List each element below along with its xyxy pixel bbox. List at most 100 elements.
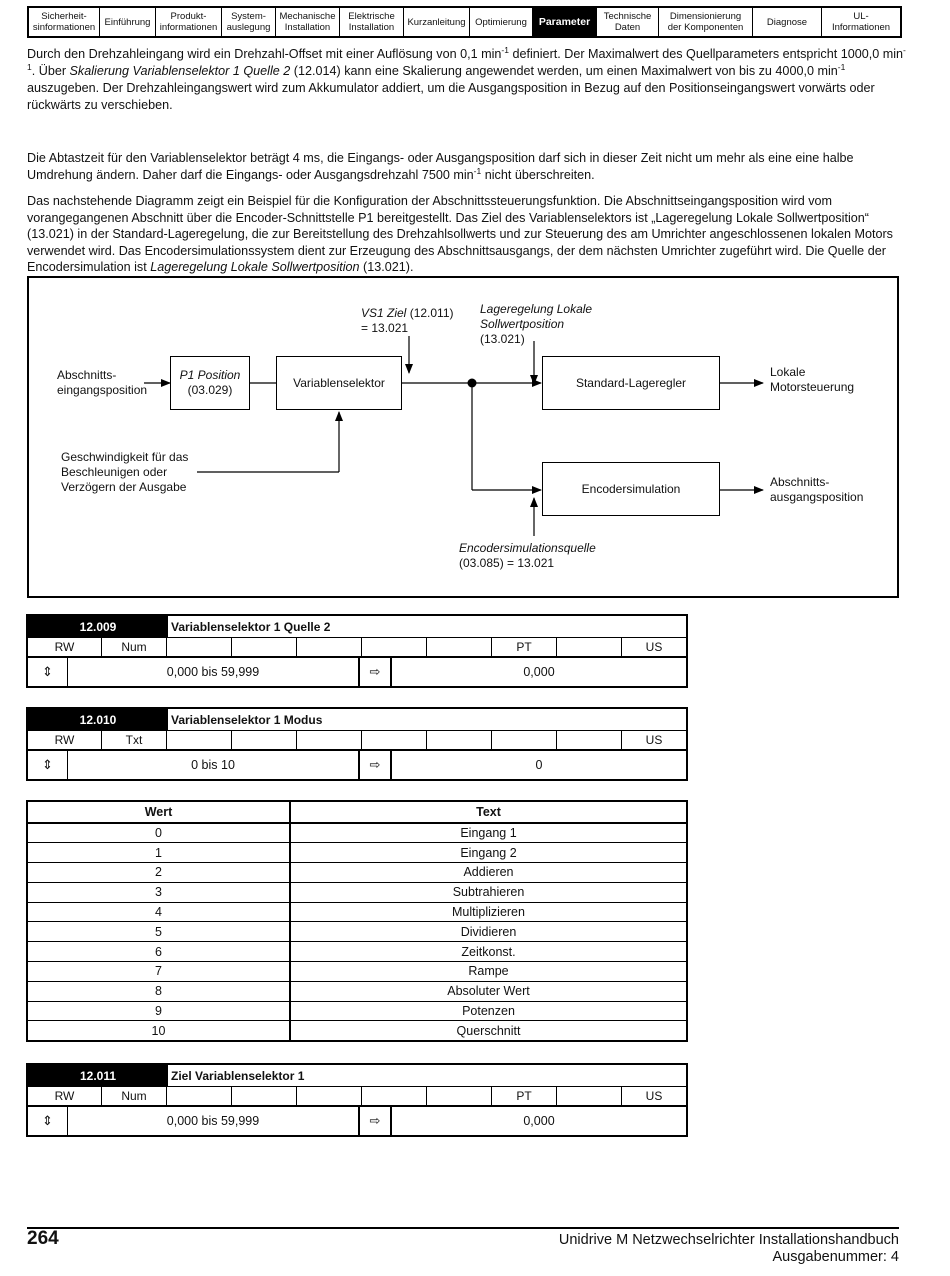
tab-ul-informationen[interactable]: UL- Informationen xyxy=(831,11,891,33)
attr-cell xyxy=(362,731,427,749)
attr-cell xyxy=(557,731,622,749)
cell-text: Zeitkonst. xyxy=(290,941,687,963)
diagram-connectors xyxy=(144,336,764,536)
param-table-12-010: 12.010 Variablenselektor 1 Modus RW Txt … xyxy=(26,707,688,781)
range-icon: ⇕ xyxy=(28,751,68,779)
attr-cell: Num xyxy=(102,638,167,656)
attr-cell xyxy=(297,638,362,656)
cell-text: Multiplizieren xyxy=(290,902,687,923)
attr-cell xyxy=(557,1087,622,1105)
tab-einfuehrung[interactable]: Einführung xyxy=(100,8,156,36)
param-table-12-011: 12.011 Ziel Variablenselektor 1 RW Num P… xyxy=(26,1063,688,1137)
p1-box-title: P1 Position xyxy=(179,368,241,382)
exponent: -1 xyxy=(473,165,482,176)
vs1-title: VS1 Ziel xyxy=(361,306,407,320)
section-control-diagram: Abschnitts- eingangsposition P1 Position… xyxy=(27,276,899,598)
label-encodersimulationsquelle: Encodersimulationsquelle(03.085) = 13.02… xyxy=(459,541,596,571)
exponent: -1 xyxy=(27,44,906,72)
tab-kurzanleitung[interactable]: Kurzanleitung xyxy=(404,8,470,36)
range-icon: ⇕ xyxy=(28,658,68,686)
param-range-row: ⇕ 0,000 bis 59,999 ⇨ 0,000 xyxy=(28,1107,686,1135)
footer-text: Unidrive M Netzwechselrichter Installati… xyxy=(559,1232,899,1266)
range-icon: ⇕ xyxy=(28,1107,68,1135)
header-wert: Wert xyxy=(27,801,291,824)
attr-cell xyxy=(167,1087,232,1105)
cell-text: Potenzen xyxy=(290,1001,687,1022)
attr-cell xyxy=(362,638,427,656)
attr-cell xyxy=(167,638,232,656)
attr-cell xyxy=(232,731,297,749)
cell-wert: 8 xyxy=(27,981,291,1002)
param-range: 0,000 bis 59,999 xyxy=(68,1107,360,1135)
cell-wert: 0 xyxy=(27,823,291,844)
lage-title: Lageregelung Lokale Sollwertposition xyxy=(480,302,593,331)
attr-cell xyxy=(492,731,557,749)
param-reference: Skalierung Variablenselektor 1 Quelle 2 xyxy=(69,64,291,78)
param-name: Variablenselektor 1 Modus xyxy=(171,712,323,727)
param-range-row: ⇕ 0,000 bis 59,999 ⇨ 0,000 xyxy=(28,658,686,686)
attr-cell: PT xyxy=(492,1087,557,1105)
text-span: auszugeben. Der Drehzahleingangswert wir… xyxy=(27,81,875,112)
tab-produktinformationen[interactable]: Produkt- informationen xyxy=(156,8,222,36)
exponent: -1 xyxy=(501,44,509,55)
cell-text: Absoluter Wert xyxy=(290,981,687,1002)
attr-cell: US xyxy=(645,1089,663,1103)
param-reference: Lageregelung Lokale Sollwertposition xyxy=(150,260,360,274)
cell-text: Addieren xyxy=(290,862,687,883)
box-variablenselektor: Variablenselektor xyxy=(276,356,402,410)
attr-cell: RW xyxy=(28,1087,102,1105)
tab-elektrische-installation[interactable]: Elektrische Installation xyxy=(340,8,404,36)
param-range: 0 bis 10 xyxy=(68,751,360,779)
cell-wert: 5 xyxy=(27,921,291,943)
param-attribute-row: RW Num PT US xyxy=(28,1087,686,1107)
param-number: 12.009 xyxy=(28,616,168,637)
attr-cell xyxy=(427,1087,492,1105)
footer-edition: Ausgabenummer: 4 xyxy=(772,1249,899,1265)
param-default: 0 xyxy=(535,758,543,772)
param-number: 12.011 xyxy=(28,1065,168,1086)
param-header-row: 12.011 Ziel Variablenselektor 1 xyxy=(28,1065,686,1087)
footer-rule xyxy=(27,1227,899,1229)
attr-cell xyxy=(427,638,492,656)
param-number: 12.010 xyxy=(28,709,168,730)
param-table-12-009: 12.009 Variablenselektor 1 Quelle 2 RW N… xyxy=(26,614,688,688)
label-lokale-motorsteuerung: Lokale Motorsteuerung xyxy=(770,365,855,394)
page-number: 264 xyxy=(27,1228,59,1249)
tab-dimensionierung[interactable]: Dimensionierung der Komponenten xyxy=(659,8,753,36)
attr-cell xyxy=(167,731,232,749)
cell-text: Eingang 2 xyxy=(290,842,687,864)
attr-cell xyxy=(297,731,362,749)
attr-cell xyxy=(362,1087,427,1105)
paragraph-abtastzeit: Die Abtastzeit für den Variablenselektor… xyxy=(27,150,907,184)
vs1-value: = 13.021 xyxy=(361,321,409,335)
tab-sicherheitsinformationen[interactable]: Sicherheit- sinformationen xyxy=(29,8,100,36)
param-default: 0,000 xyxy=(523,665,555,679)
tab-diagnose[interactable]: Diagnose xyxy=(753,8,822,36)
tab-systemauslegung[interactable]: System- auslegung xyxy=(222,8,276,36)
default-arrow-icon: ⇨ xyxy=(360,658,392,686)
attr-cell xyxy=(297,1087,362,1105)
text-span: Die Abtastzeit für den Variablenselektor… xyxy=(27,151,854,182)
text-span: definiert. Der Maximalwert des Quellpara… xyxy=(508,47,904,61)
box-standard-lageregler: Standard-Lageregler xyxy=(542,356,720,410)
tab-mechanische-installation[interactable]: Mechanische Installation xyxy=(276,8,340,36)
cell-wert: 4 xyxy=(27,902,291,923)
cell-wert: 9 xyxy=(27,1001,291,1022)
tab-parameter[interactable]: Parameter xyxy=(533,8,597,36)
tab-technische-daten[interactable]: Technische Daten xyxy=(597,8,659,36)
tab-optimierung[interactable]: Optimierung xyxy=(470,8,533,36)
attr-cell: RW xyxy=(28,638,102,656)
junction-dot xyxy=(467,378,477,388)
cell-wert: 1 xyxy=(27,842,291,864)
paragraph-diagramm-beschreibung: Das nachstehende Diagramm zeigt ein Beis… xyxy=(27,193,907,276)
param-header-row: 12.010 Variablenselektor 1 Modus xyxy=(28,709,686,731)
